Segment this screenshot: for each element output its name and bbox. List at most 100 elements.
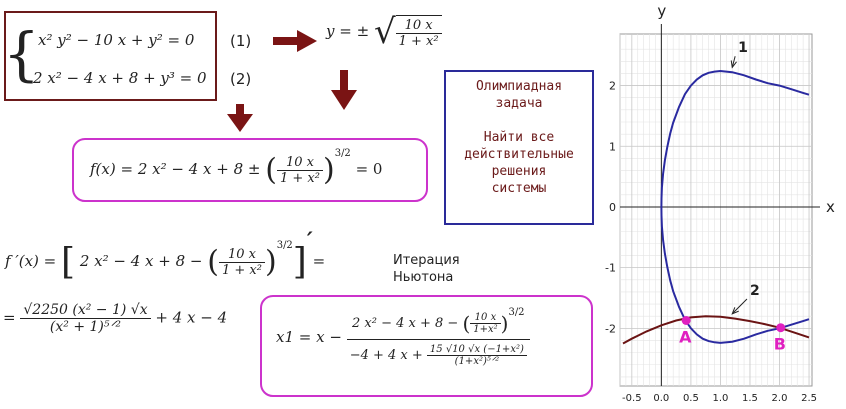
left-brace: {	[3, 20, 40, 88]
y-expression-lhs: y = ±	[326, 22, 370, 40]
x1-num-paren-close: )	[500, 311, 509, 336]
x1-num-inner-den: 1+x²	[473, 324, 498, 335]
task-line-6: системы	[491, 181, 547, 196]
task-line-2: задача	[495, 96, 543, 111]
f-fraction-den: 1 + x²	[280, 170, 320, 186]
fprime-exponent: 3/2	[276, 240, 293, 251]
iteration-line-1: Итерация	[393, 253, 460, 268]
annotation-arrow	[731, 56, 736, 68]
paren-close-2: )	[264, 244, 277, 280]
series-line-1	[660, 69, 810, 208]
y-fraction: 10 x 1 + x²	[395, 15, 442, 49]
x1-num-paren-open: (	[462, 311, 471, 336]
arrow-down-icon	[331, 70, 357, 110]
paren-open: (	[265, 152, 277, 188]
plus-minus: ±	[247, 160, 261, 178]
f-equation-box	[72, 138, 428, 202]
x1-num-main: 2 x² − 4 x + 8 −	[352, 316, 459, 331]
equation-2: 2 x² − 4 x + 8 + y³ = 0	[33, 69, 207, 87]
fprime-lhs: f ′(x) =	[5, 252, 57, 270]
fprime-eq: =	[312, 252, 326, 270]
x-tick-label: 1.5	[742, 393, 758, 404]
intersection-label: B	[774, 335, 786, 354]
f-equation: f(x) = 2 x² − 4 x + 8 ± ( 10 x 1 + x² )3…	[90, 148, 382, 188]
fprime-fraction-den: 1 + x²	[222, 262, 262, 278]
x-tick-label: 2.5	[801, 393, 817, 404]
series-line-2	[660, 206, 810, 344]
f-lhs: f(x) = 2 x² − 4 x + 8	[90, 160, 244, 178]
paren-close: )	[322, 152, 335, 188]
x1-den-inner-fraction: 15 √10 √x (−1+x²)(1+x²)⁵ᐟ²	[426, 344, 527, 367]
x1-fraction-den: −4 + 4 x + 15 √10 √x (−1+x²)(1+x²)⁵ᐟ²	[347, 340, 530, 367]
fprime-result-den: (x² + 1)⁵ᐟ²	[49, 319, 122, 335]
task-box: Олимпиадная задача Найти все действитель…	[444, 70, 594, 225]
system-box	[4, 11, 217, 101]
x1-num-exp: 3/2	[508, 307, 525, 318]
x1-box	[260, 295, 593, 397]
fprime-prime: ′	[306, 228, 313, 254]
fprime-result: = √2250 (x² − 1) √x (x² + 1)⁵ᐟ² + 4 x − …	[3, 302, 227, 335]
sqrt-sign: √	[373, 12, 396, 52]
y-tick-label: 2	[609, 80, 616, 93]
y-fraction-den: 1 + x²	[398, 34, 439, 49]
y-tick-label: 0	[609, 201, 616, 214]
fprime-result-lead: =	[3, 308, 16, 327]
fprime-result-fraction: √2250 (x² − 1) √x (x² + 1)⁵ᐟ²	[20, 302, 151, 335]
x1-den-inner-den: (1+x²)⁵ᐟ²	[454, 355, 500, 367]
task-line-1: Олимпиадная	[475, 79, 563, 94]
x-tick-label: -0.5	[622, 393, 642, 404]
paren-open-2: (	[207, 244, 219, 280]
fprime-fraction-num: 10 x	[219, 247, 265, 263]
y-tick-label: 1	[609, 140, 616, 153]
task-line-5: решения	[491, 164, 547, 179]
bracket-open: [	[61, 241, 76, 283]
x1-den-main: −4 + 4 x +	[349, 347, 423, 363]
annotation-arrow	[731, 298, 748, 315]
iteration-line-2: Ньютона	[393, 270, 454, 285]
y-tick-label: -1	[605, 262, 616, 275]
x1-lhs: x1 = x −	[276, 327, 342, 346]
task-line-3: Найти все	[483, 130, 555, 145]
x-tick-label: 0.0	[653, 393, 669, 404]
x-tick-label: 1.0	[712, 393, 728, 404]
arrow-right-icon	[273, 30, 317, 52]
annotation-arrowhead	[730, 60, 737, 69]
annotation-arrowhead	[731, 307, 739, 315]
f-exponent: 3/2	[334, 148, 351, 159]
f-rhs: = 0	[355, 160, 383, 178]
arrow-down-icon	[227, 104, 253, 132]
equation-1-label: (1)	[230, 32, 252, 50]
x-tick-label: 2.0	[772, 393, 788, 404]
iteration-label: Итерация Ньютона	[393, 252, 460, 286]
annotation-label: 1	[738, 40, 748, 56]
intersection-label: A	[679, 327, 692, 346]
task-line-4: действительные	[464, 147, 574, 162]
f-fraction: 10 x 1 + x²	[277, 155, 323, 186]
fprime-result-tail: + 4 x − 4	[155, 308, 228, 327]
y-expression: y = ± √ 10 x 1 + x²	[326, 12, 442, 52]
intersection-point	[681, 315, 691, 325]
x1-den-inner-num: 15 √10 √x (−1+x²)	[426, 344, 527, 356]
intersection-point	[776, 323, 786, 333]
task-spacer	[446, 112, 592, 129]
fprime-body: 2 x² − 4 x + 8 −	[79, 252, 203, 270]
annotation-label: 2	[750, 283, 760, 299]
fprime-result-num: √2250 (x² − 1) √x	[20, 302, 151, 319]
equation-1: x² y² − 10 x + y² = 0	[38, 31, 195, 49]
x-tick-label: 0.5	[683, 393, 699, 404]
y-fraction-num: 10 x	[395, 18, 442, 34]
x-axis-label: x	[826, 198, 835, 216]
x1-num-inner-num: 10 x	[470, 312, 501, 324]
y-tick-label: -2	[605, 322, 616, 335]
y-axis-label: y	[657, 2, 666, 20]
equation-2-label: (2)	[230, 70, 252, 88]
f-fraction-num: 10 x	[277, 155, 323, 171]
bracket-close: ]	[292, 241, 307, 283]
fprime-fraction: 10 x 1 + x²	[219, 247, 265, 278]
solution-graph: -0.5 0.0 0.5 1.0 1.5 2.0 2.5 -2 -1 0 1 2 x y 1 2A B	[605, 2, 835, 404]
fprime-equation: f ′(x) = [ 2 x² − 4 x + 8 − ( 10 x 1 + x…	[5, 228, 325, 283]
